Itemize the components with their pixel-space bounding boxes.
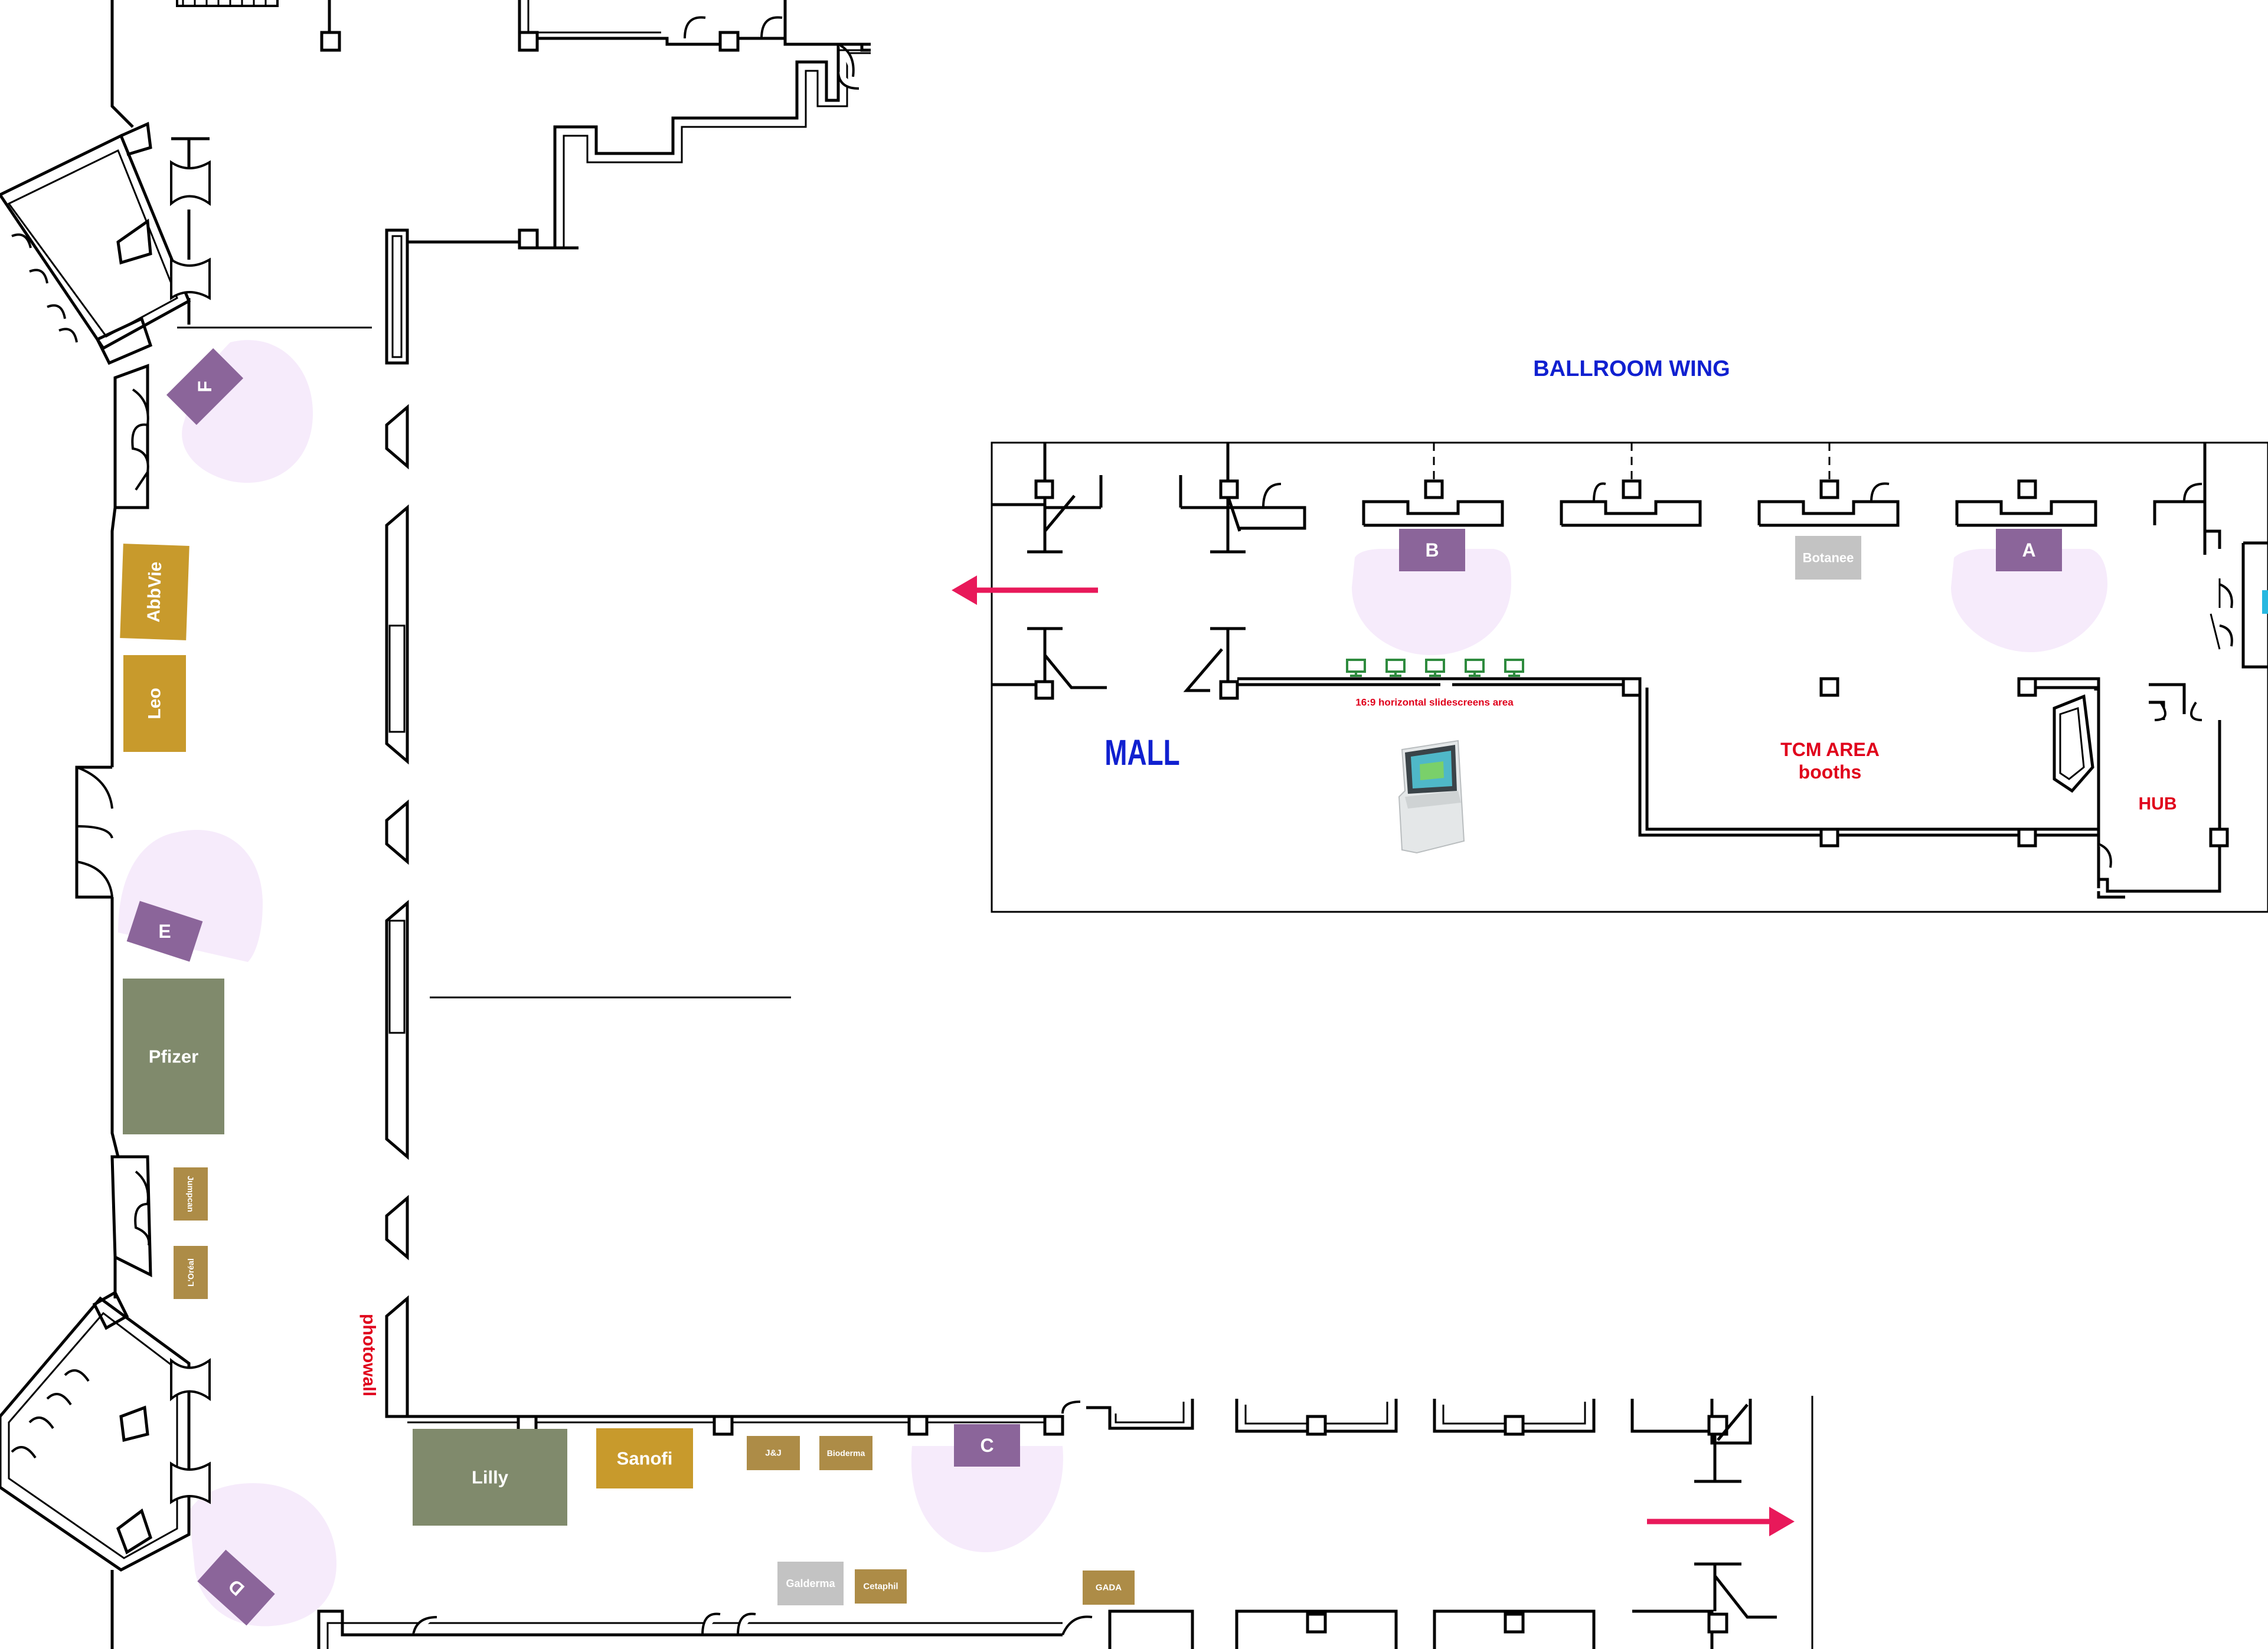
hotspot-e-label: E (158, 921, 171, 942)
booth-loreal-label: L'Oréal (186, 1258, 195, 1287)
booth-botanee-label: Botanee (1803, 551, 1854, 565)
booth-leo-label: Leo (145, 688, 165, 719)
booth-sanofi: Sanofi (596, 1428, 693, 1488)
monitor-icon (1385, 659, 1406, 677)
slidescreens-label: 16:9 horizontal slidescreens area (1355, 697, 1514, 708)
hotspot-c: C (954, 1424, 1020, 1467)
monitor-icon (1465, 659, 1485, 677)
zone-a (1951, 549, 2107, 652)
booth-gada: GADA (1083, 1571, 1135, 1605)
booth-pfizer: Pfizer (123, 979, 224, 1134)
hotspot-b-label: B (1425, 539, 1439, 561)
monitor-icon (1346, 659, 1366, 677)
booth-jj-label: J&J (765, 1448, 782, 1458)
booth-jj: J&J (747, 1436, 800, 1470)
bottom-corridor-walls (317, 1396, 1813, 1649)
ballroom-wing (991, 441, 2268, 913)
arrow-icon (1647, 1507, 1795, 1536)
booth-pfizer-label: Pfizer (149, 1046, 198, 1067)
zone-c (911, 1446, 1063, 1552)
mall-label: MALL (1104, 732, 1179, 773)
hotspot-b: B (1399, 529, 1465, 571)
booth-bioderma: Bioderma (819, 1436, 872, 1470)
booth-botanee: Botanee (1795, 536, 1861, 580)
booth-cetaphil-label: Cetaphil (863, 1582, 898, 1592)
monitor-icon (1425, 659, 1445, 677)
hotspot-d: D (197, 1549, 275, 1626)
booth-lilly-label: Lilly (472, 1467, 509, 1488)
hotspot-a-label: A (2022, 539, 2035, 561)
monitor-icon (1504, 659, 1524, 677)
tcm-booths-label: booths (1799, 761, 1862, 783)
booth-sanofi-label: Sanofi (617, 1448, 673, 1469)
hub-label: HUB (2139, 794, 2177, 814)
hotspot-a: A (1996, 529, 2062, 571)
kiosk-icon (1398, 740, 1465, 854)
booth-cetaphil: Cetaphil (855, 1569, 907, 1604)
booth-lilly: Lilly (413, 1429, 567, 1526)
left-wing-walls (0, 0, 871, 1649)
tcm-area-label: TCM AREA (1780, 739, 1880, 760)
hotspot-f-label: F (194, 381, 215, 392)
hotspot-e: E (126, 901, 203, 962)
arrow-icon (952, 575, 1098, 605)
booth-galderma-label: Galderma (786, 1578, 835, 1589)
booth-galderma: Galderma (777, 1562, 844, 1605)
booth-abbvie-label: AbbVie (144, 561, 166, 623)
area-labels: BALLROOM WING MALL TCM AREA booths HUB p… (360, 356, 2177, 1396)
booth-abbvie: AbbVie (120, 544, 189, 640)
booth-leo: Leo (123, 655, 186, 752)
hotspots: A B C D E F (126, 348, 2062, 1626)
booth-jumpcan: Jumpcan (174, 1167, 208, 1221)
booth-bioderma-label: Bioderma (827, 1448, 865, 1458)
booth-jumpcan-label: Jumpcan (186, 1176, 195, 1212)
slidescreens (1346, 659, 1524, 677)
ballroom-wing-title: BALLROOM WING (1533, 356, 1730, 381)
hotspot-f: F (166, 348, 244, 426)
booth-gada-label: GADA (1096, 1583, 1122, 1593)
hotspot-c-label: C (980, 1435, 994, 1456)
photowall-label: photowall (360, 1314, 379, 1396)
booth-loreal: L'Oréal (174, 1246, 208, 1299)
booths: AbbVie Leo Pfizer Jumpcan L'Oréal Lilly … (120, 536, 1861, 1605)
zone-b (1352, 549, 1511, 655)
